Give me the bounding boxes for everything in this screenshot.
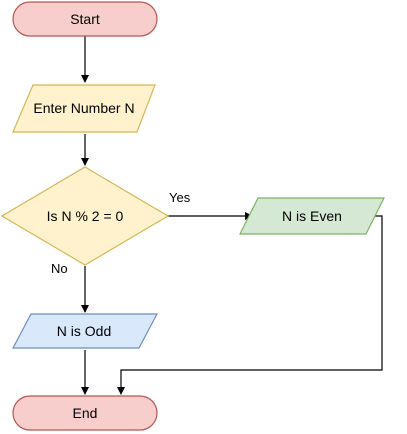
decision-shape [0, 166, 170, 266]
odd-shape [12, 313, 158, 349]
decision-label: Is N % 2 = 0 [47, 208, 124, 224]
edge-even-to-end [117, 215, 383, 395]
input-shape [12, 84, 156, 133]
edge-label-no: No [51, 261, 68, 276]
end-shape [12, 395, 158, 431]
end-label: End [73, 405, 98, 421]
odd-label: N is Odd [57, 323, 111, 339]
input-label: Enter Number N [33, 100, 134, 116]
edge-label-yes: Yes [169, 190, 191, 205]
even-shape [239, 197, 385, 235]
odd-node: N is Odd [12, 313, 158, 349]
end-node: End [12, 395, 158, 431]
start-label: Start [70, 11, 100, 27]
even-label: N is Even [282, 208, 342, 224]
start-shape [12, 1, 158, 37]
input-node: Enter Number N [12, 84, 156, 133]
even-node: N is Even [239, 197, 385, 235]
start-node: Start [12, 1, 158, 37]
decision-node: Is N % 2 = 0 [0, 166, 170, 266]
